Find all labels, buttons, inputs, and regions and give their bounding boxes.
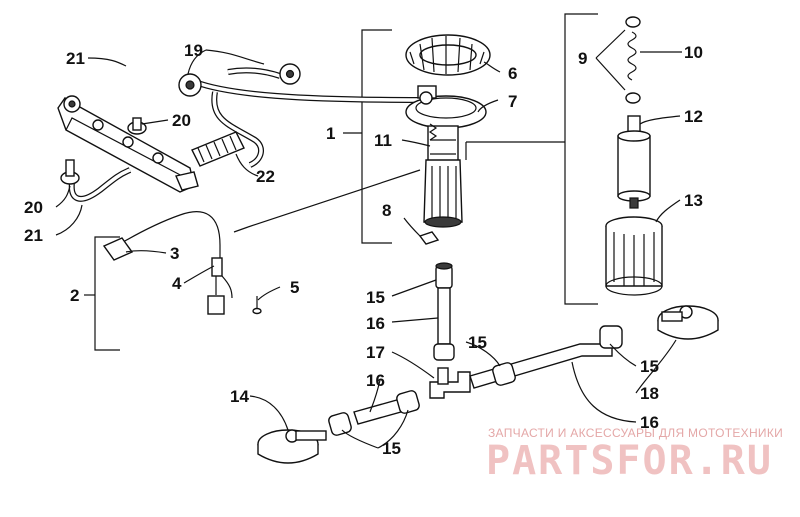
watermark-tagline: ЗАПЧАСТИ И АКСЕССУАРЫ ДЛЯ МОТОТЕХНИКИ [488,426,783,440]
outlet-cap-14 [257,429,327,464]
callout-3: 3 [170,244,179,263]
callout-7: 7 [508,92,517,111]
callout-10: 10 [684,43,703,62]
callout-16-right: 16 [640,413,659,432]
callout-16-top: 16 [366,314,385,333]
callout-16-left: 16 [366,371,385,390]
clip-8 [418,231,440,245]
callout-15-left: 15 [382,439,401,458]
watermark-brand: PARTSFOR.RU [486,438,773,484]
bracket-assembly-1 [343,29,392,244]
callout-20-upper: 20 [172,111,191,130]
clamp-15-right-b [599,325,623,349]
callout-8: 8 [382,201,391,220]
callout-12: 12 [684,107,703,126]
o-ring-9-top [625,16,641,28]
clamp-19-b [279,63,301,85]
spring-11 [428,123,438,141]
hose-guard-22 [191,131,245,167]
clamp-19-a [178,73,202,97]
leader-lines [55,29,682,449]
wiring-harness [102,211,249,315]
watermark: ЗАПЧАСТИ И АКСЕССУАРЫ ДЛЯ МОТОТЕХНИКИ PA… [486,426,783,484]
spring-10 [627,31,637,81]
fuel-line-21 [98,64,191,111]
callout-labels: 1 2 3 4 5 6 7 8 9 10 11 12 13 14 15 15 1… [24,41,703,458]
strainer-13 [605,216,663,296]
callout-15-mid: 15 [468,333,487,352]
callout-20-lower: 20 [24,198,43,217]
o-ring-9-bottom [625,92,641,104]
screw-5 [252,296,262,315]
callout-11: 11 [374,131,392,150]
callout-2: 2 [70,286,79,305]
lock-ring-6 [405,34,491,76]
fuel-line-to-pump [193,67,421,168]
fuel-rail [57,95,199,193]
clamp-15-left-a [328,412,352,436]
bracket-pump-group [465,13,598,305]
callout-9: 9 [578,49,587,68]
pump-body [423,125,463,228]
fuel-pump-12 [617,115,651,209]
callout-15-top: 15 [366,288,385,307]
callout-19: 19 [184,41,203,60]
bracket-assembly-2 [84,236,120,351]
callout-14: 14 [230,387,249,406]
callout-15-right: 15 [640,357,659,376]
clamp-15-upper [435,262,453,289]
callout-22: 22 [256,167,275,186]
callout-6: 6 [508,64,517,83]
callout-18: 18 [640,384,659,403]
leader-wire-to-pump [247,169,421,228]
pump-flange-7 [405,85,487,129]
callout-1: 1 [326,124,335,143]
hose-16-right [469,343,613,389]
callout-13: 13 [684,191,703,210]
callout-5: 5 [290,278,299,297]
clamp-15-right-a [492,362,516,386]
callout-17: 17 [366,343,385,362]
hose-16-upper [437,287,451,345]
callout-21-lower: 21 [24,226,43,245]
clamp-20-upper [127,117,147,135]
clamp-15-left-b [396,390,420,414]
clamp-15-mid [433,343,455,361]
callout-21-upper: 21 [66,49,85,68]
tee-fitting-17 [429,367,471,399]
clamp-20-lower [60,159,80,185]
outlet-cap-18 [657,305,719,340]
fuel-line-21-lower [68,167,132,202]
callout-4: 4 [172,274,182,293]
